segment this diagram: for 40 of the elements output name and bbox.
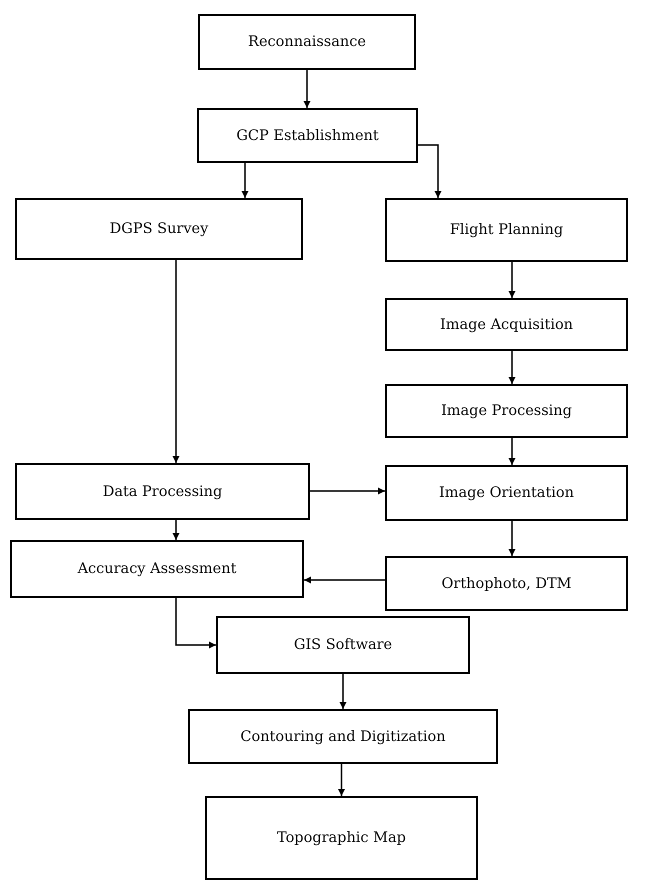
box-label: Reconnaissance	[248, 34, 366, 50]
arrow	[304, 70, 310, 108]
arrow	[338, 764, 345, 796]
process-box	[15, 463, 310, 520]
box-label: Image Acquisition	[440, 316, 574, 332]
process-box	[15, 198, 303, 260]
process-box	[385, 298, 628, 351]
box-label: Topographic Map	[277, 830, 406, 846]
arrow	[508, 438, 516, 465]
process-box	[205, 796, 478, 880]
box-label: GCP Establishment	[236, 128, 379, 144]
arrow	[304, 576, 385, 584]
process-box	[198, 14, 416, 70]
box-label: Data Processing	[102, 484, 222, 500]
box-label: Accuracy Assessment	[78, 561, 236, 577]
box-label: Image Orientation	[439, 485, 574, 501]
arrow	[172, 520, 180, 540]
box-label: Orthophoto, DTM	[442, 576, 572, 592]
box-label: Contouring and Digitization	[240, 728, 446, 744]
process-box	[385, 198, 628, 262]
arrow	[508, 521, 516, 556]
arrow	[508, 351, 516, 384]
arrow	[418, 144, 442, 198]
process-box	[385, 465, 628, 521]
arrow	[340, 674, 346, 709]
arrow	[175, 598, 216, 648]
process-box	[216, 616, 470, 674]
box-label: GIS Software	[294, 637, 392, 653]
box-label: DGPS Survey	[110, 221, 208, 237]
arrow	[310, 488, 385, 494]
process-box	[188, 709, 498, 764]
process-box	[197, 108, 418, 163]
process-box	[385, 384, 628, 438]
box-label: Flight Planning	[450, 222, 564, 238]
process-box	[10, 540, 304, 598]
arrow	[242, 163, 248, 198]
arrow	[172, 260, 180, 463]
arrow	[508, 262, 516, 298]
process-box	[385, 556, 628, 611]
box-label: Image Processing	[441, 403, 572, 419]
